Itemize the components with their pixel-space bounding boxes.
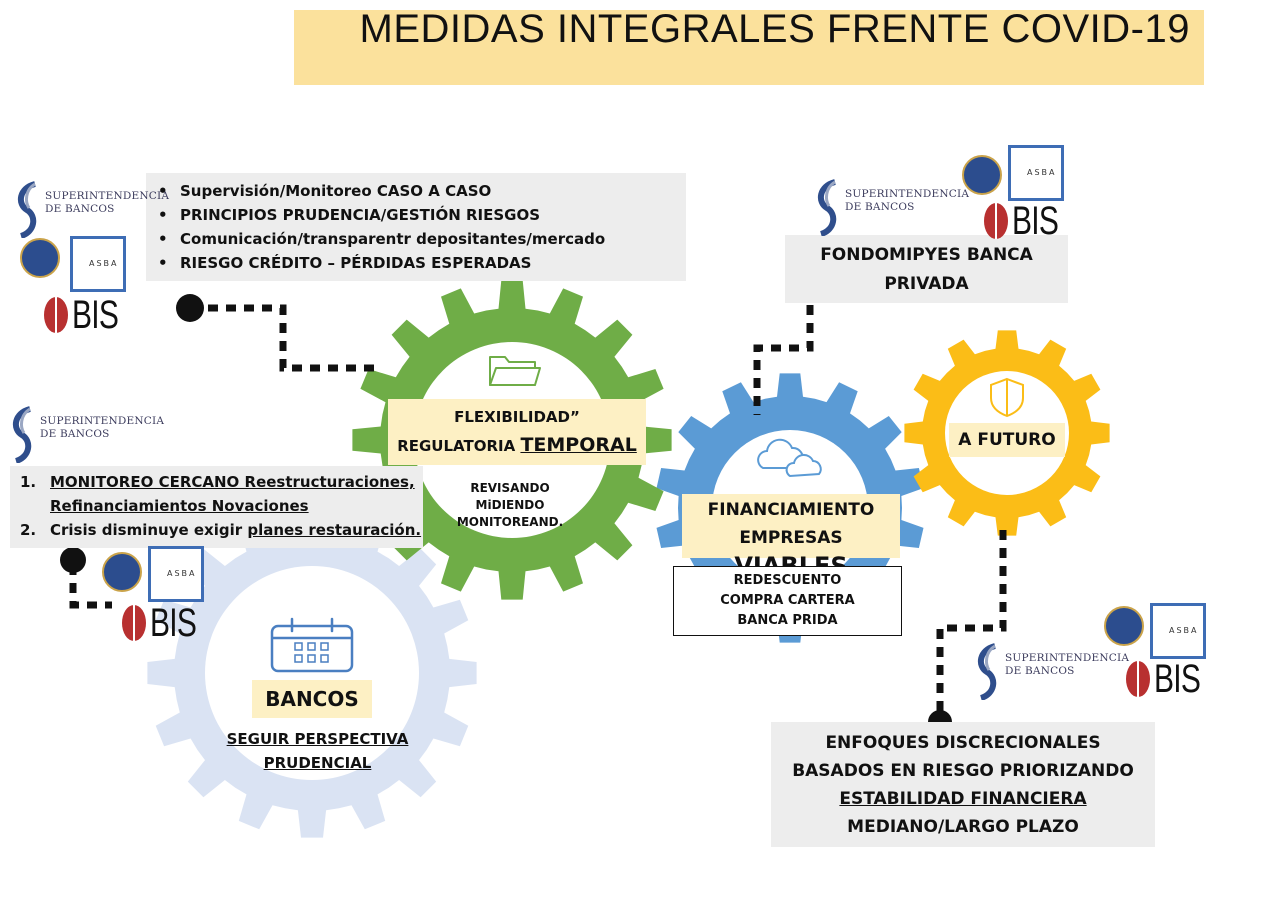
logo-text: BIS: [1154, 657, 1201, 701]
gear-label-line: REGULATORIA: [397, 437, 521, 455]
close-monitoring-panel: 1. MONITOREO CERCANO Reestructuraciones,…: [10, 466, 423, 548]
bullet-item: RIESGO CRÉDITO – PÉRDIDAS ESPERADAS: [158, 251, 686, 275]
sublabel-line: SEGUIR PERSPECTIVA: [226, 730, 409, 748]
logo-text: DE BANCOS: [845, 201, 915, 213]
panel-line: ENFOQUES DISCRECIONALES: [825, 733, 1101, 753]
numbered-item: 1. MONITOREO CERCANO Reestructuraciones,…: [20, 470, 423, 518]
logo-text: SUPERINTENDENCIA: [40, 415, 165, 427]
gray-gear-hub: [205, 566, 419, 780]
sublabel-line: PRUDENCIAL: [263, 754, 372, 772]
cloud-icon: [757, 438, 822, 478]
connector-dot-top: [176, 294, 204, 322]
bis-emblem-icon: [122, 605, 146, 641]
superintendencia-emblem-icon: [977, 643, 997, 700]
connector-dot-left: [60, 547, 86, 573]
superintendencia-emblem-icon: [17, 181, 37, 238]
bis-logo: BIS: [40, 290, 119, 340]
item-text: Crisis disminuye exigir: [50, 521, 248, 539]
connector-left: [69, 565, 112, 609]
panel-line: ESTABILIDAD FINANCIERA: [839, 789, 1087, 809]
gear-label-line: FLEXIBILIDAD”: [454, 408, 580, 426]
logo-text: DE BANCOS: [1005, 665, 1075, 677]
panel-line: MEDIANO/LARGO PLAZO: [847, 817, 1079, 837]
sublabel-line: REVISANDO: [470, 481, 550, 495]
asba-logo: ASBA: [1008, 145, 1064, 201]
superintendencia-emblem-icon: [817, 179, 837, 236]
folder-icon: [489, 356, 541, 386]
bis-logo: BIS: [980, 196, 1059, 246]
bis-emblem-icon: [44, 297, 68, 333]
gear-label-line: EMPRESAS: [739, 528, 843, 548]
bullet-item: Supervisión/Monitoreo CASO A CASO: [158, 179, 686, 203]
connectors: [69, 304, 1007, 720]
sublabel-line: MiDIENDO: [475, 498, 545, 512]
panel-line: FONDOMIPYES BANCA: [820, 245, 1033, 265]
bis-emblem-icon: [984, 203, 1008, 239]
logo-text: BIS: [150, 601, 197, 645]
logo-text: ASBA: [1169, 626, 1199, 635]
rediscount-panel: REDESCUENTO COMPRA CARTERA BANCA PRIDA: [673, 566, 902, 636]
panel-line: BASADOS EN RIESGO PRIORIZANDO: [792, 761, 1134, 781]
panel-line: REDESCUENTO: [733, 573, 842, 588]
sublabel-line: MONITOREAND.: [456, 515, 564, 529]
title-band: MEDIDAS INTEGRALES FRENTE COVID-19: [294, 7, 1204, 85]
bis-logo: BIS: [118, 598, 197, 648]
numbered-item: 2. Crisis disminuye exigir planes restau…: [20, 518, 423, 542]
connector-futuro: [936, 530, 1007, 720]
bis-logo: BIS: [1122, 654, 1201, 704]
shield-icon: [990, 377, 1024, 418]
treasury-seal-icon: [102, 552, 142, 592]
bis-emblem-icon: [1126, 661, 1150, 697]
fondomipyes-panel: FONDOMIPYES BANCA PRIVADA: [785, 235, 1068, 303]
asba-logo: ASBA: [1150, 603, 1206, 659]
item-number: 2.: [20, 521, 37, 539]
panel-line: BANCA PRIDA: [737, 613, 838, 628]
bullet-item: PRINCIPIOS PRUDENCIA/GESTIÓN RIESGOS: [158, 203, 686, 227]
treasury-seal-icon: [20, 238, 60, 278]
blue-gear-label: FINANCIAMIENTO EMPRESAS VIABLES: [682, 494, 900, 580]
green-gear-label: FLEXIBILIDAD” REGULATORIA TEMPORAL: [388, 399, 646, 465]
item-number: 1.: [20, 473, 37, 491]
connector-fondo: [753, 305, 814, 415]
gear-label-emphasis: TEMPORAL: [520, 434, 637, 456]
discretionary-approaches-panel: ENFOQUES DISCRECIONALES BASADOS EN RIESG…: [771, 722, 1155, 847]
monitoring-principles-panel: Supervisión/Monitoreo CASO A CASO PRINCI…: [146, 173, 686, 281]
green-gear-sublabel: REVISANDO MiDIENDO MONITOREAND.: [430, 480, 590, 531]
logo-text: SUPERINTENDENCIA: [45, 190, 170, 202]
item-text: MONITOREO CERCANO Reestructuraciones,: [50, 473, 415, 491]
logo-text: ASBA: [1027, 168, 1057, 177]
panel-line: COMPRA CARTERA: [720, 593, 855, 608]
logo-text: DE BANCOS: [40, 428, 110, 440]
logo-text: SUPERINTENDENCIA: [845, 188, 970, 200]
yellow-gear-label: A FUTURO: [949, 423, 1065, 457]
logo-text: BIS: [1012, 199, 1059, 243]
item-text-underlined: planes restauración.: [247, 521, 422, 539]
gear-label-line: FINANCIAMIENTO: [707, 500, 875, 520]
logo-text: ASBA: [167, 569, 197, 578]
connector-top: [190, 304, 380, 372]
treasury-seal-icon: [962, 155, 1002, 195]
gray-gear-sublabel: SEGUIR PERSPECTIVA PRUDENCIAL: [210, 727, 425, 775]
bullet-item: Comunicación/transparentr depositantes/m…: [158, 227, 686, 251]
asba-logo: ASBA: [70, 236, 126, 292]
logo-text: DE BANCOS: [45, 203, 115, 215]
asba-logo: ASBA: [148, 546, 204, 602]
calendar-icon: [270, 617, 354, 673]
superintendencia-emblem-icon: [12, 406, 32, 463]
item-text: Refinanciamientos Novaciones: [50, 497, 309, 515]
logo-text: SUPERINTENDENCIA: [1005, 652, 1130, 664]
page-title: MEDIDAS INTEGRALES FRENTE COVID-19: [359, 7, 1190, 51]
logo-text: BIS: [72, 293, 119, 337]
gray-gear-label: BANCOS: [252, 680, 372, 718]
logo-text: ASBA: [89, 259, 119, 268]
treasury-seal-icon: [1104, 606, 1144, 646]
panel-line: PRIVADA: [884, 274, 969, 294]
